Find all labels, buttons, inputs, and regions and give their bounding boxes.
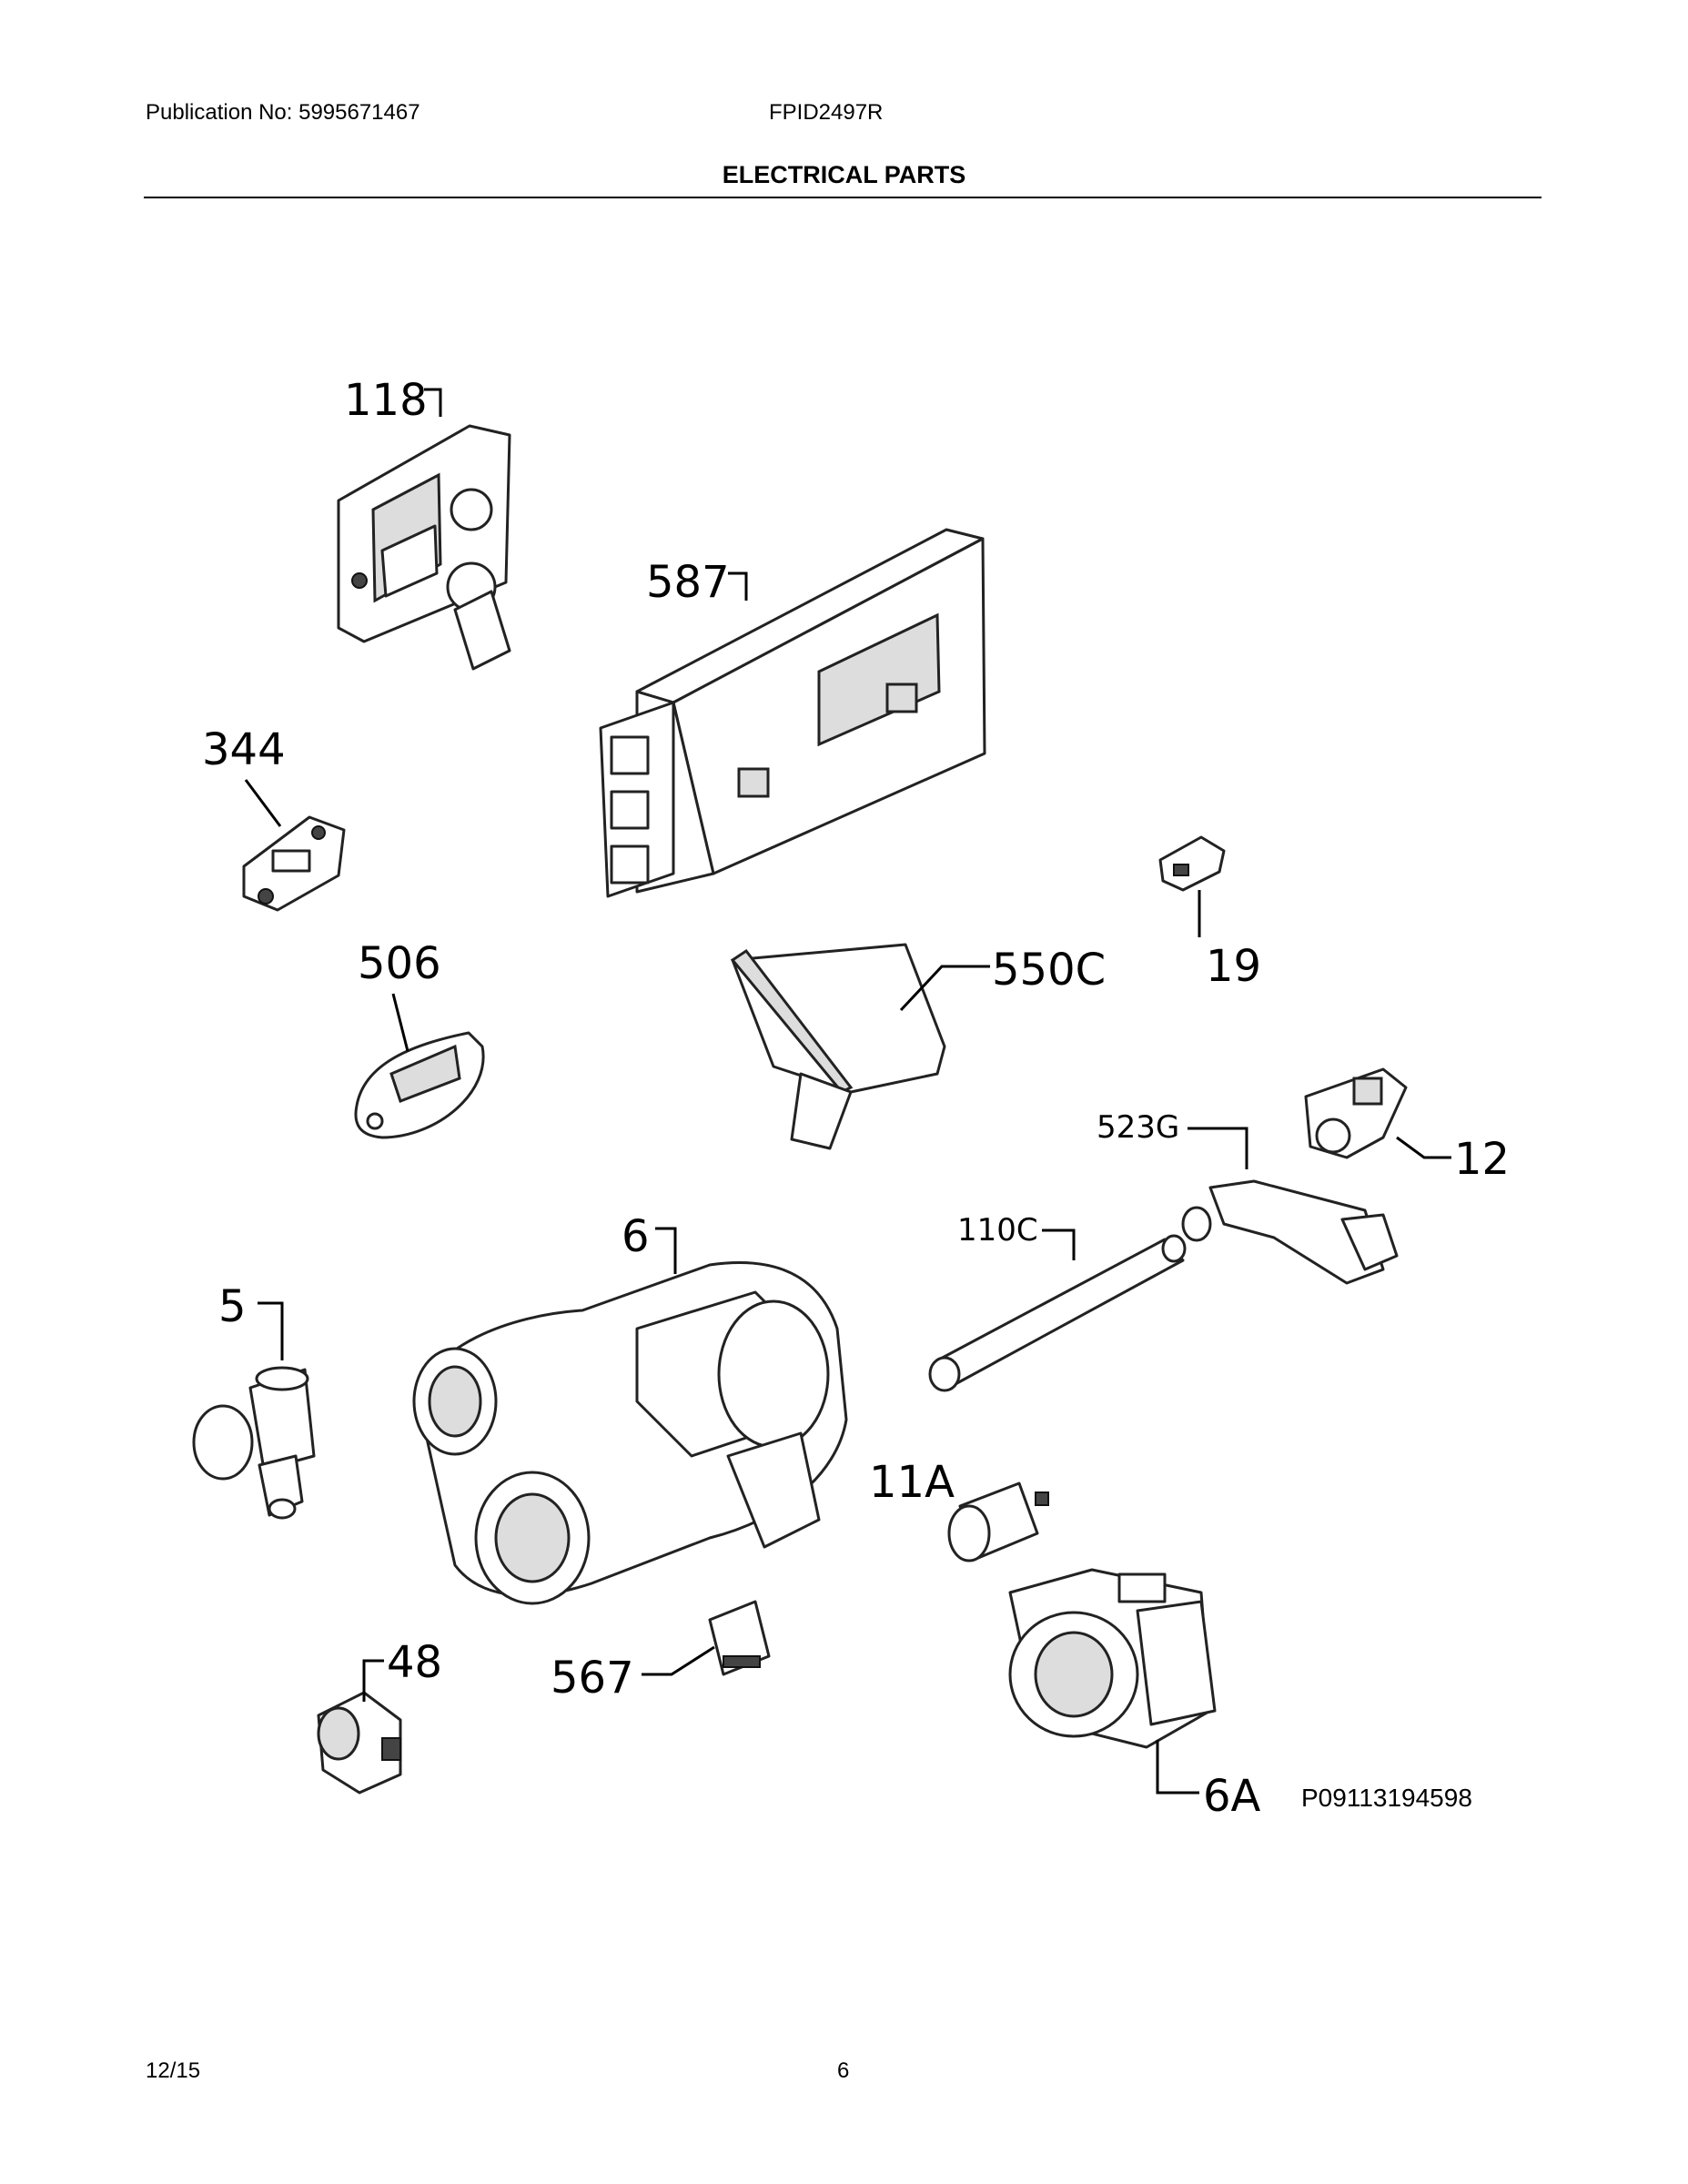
leader-12 [1396, 1136, 1451, 1159]
leader-506 [391, 993, 409, 1052]
leader-118 [424, 388, 442, 417]
label-567: 567 [551, 1653, 634, 1704]
page-title: ELECTRICAL PARTS [722, 161, 966, 188]
part-506-sensor [354, 1031, 485, 1139]
leader-6a [1156, 1740, 1199, 1795]
part-48-flow-meter [317, 1691, 402, 1795]
part-344-connector [242, 815, 346, 912]
model-number: FPID2497R [769, 100, 884, 125]
part-550c-cover [730, 943, 946, 1150]
part-523g-manifold [1181, 1179, 1399, 1285]
leader-110c [1042, 1228, 1076, 1260]
publication-number: Publication No: 5995671467 [146, 100, 420, 125]
label-110c: 110C [957, 1212, 1038, 1249]
label-587: 587 [646, 557, 730, 608]
label-118: 118 [344, 375, 428, 426]
label-506: 506 [358, 938, 441, 989]
leader-344 [244, 779, 282, 827]
label-19: 19 [1206, 941, 1261, 992]
label-12: 12 [1454, 1134, 1510, 1185]
label-6a: 6A [1203, 1771, 1261, 1822]
leader-550c [899, 965, 990, 1012]
leader-6 [655, 1227, 677, 1274]
footer-date: 12/15 [146, 2058, 201, 2083]
leader-5 [258, 1301, 284, 1360]
part-587-control-board [599, 528, 986, 898]
leader-523g [1188, 1127, 1248, 1169]
diagram-code: P09113194598 [1301, 1784, 1472, 1812]
label-550c: 550C [992, 945, 1106, 996]
part-12-pressure-switch [1304, 1067, 1408, 1159]
label-344: 344 [202, 724, 286, 775]
label-523g: 523G [1097, 1109, 1179, 1146]
part-6a-drain-pump [1008, 1568, 1217, 1749]
label-6: 6 [622, 1211, 650, 1262]
leader-48 [362, 1659, 384, 1702]
part-118-control-panel [337, 424, 511, 671]
label-48: 48 [387, 1637, 442, 1688]
header-divider [144, 197, 1541, 198]
leader-567 [642, 1645, 715, 1676]
part-110c-hose [928, 1234, 1187, 1392]
part-11a-motor [947, 1481, 1049, 1562]
label-11a: 11A [869, 1457, 955, 1508]
leader-587 [728, 571, 748, 601]
part-5-inlet-valve [192, 1366, 316, 1520]
part-6-circulation-pump [412, 1261, 848, 1605]
page-number: 6 [837, 2058, 850, 2083]
part-19-terminal [1158, 835, 1226, 892]
label-5: 5 [218, 1281, 247, 1332]
part-567-switch [708, 1600, 771, 1676]
